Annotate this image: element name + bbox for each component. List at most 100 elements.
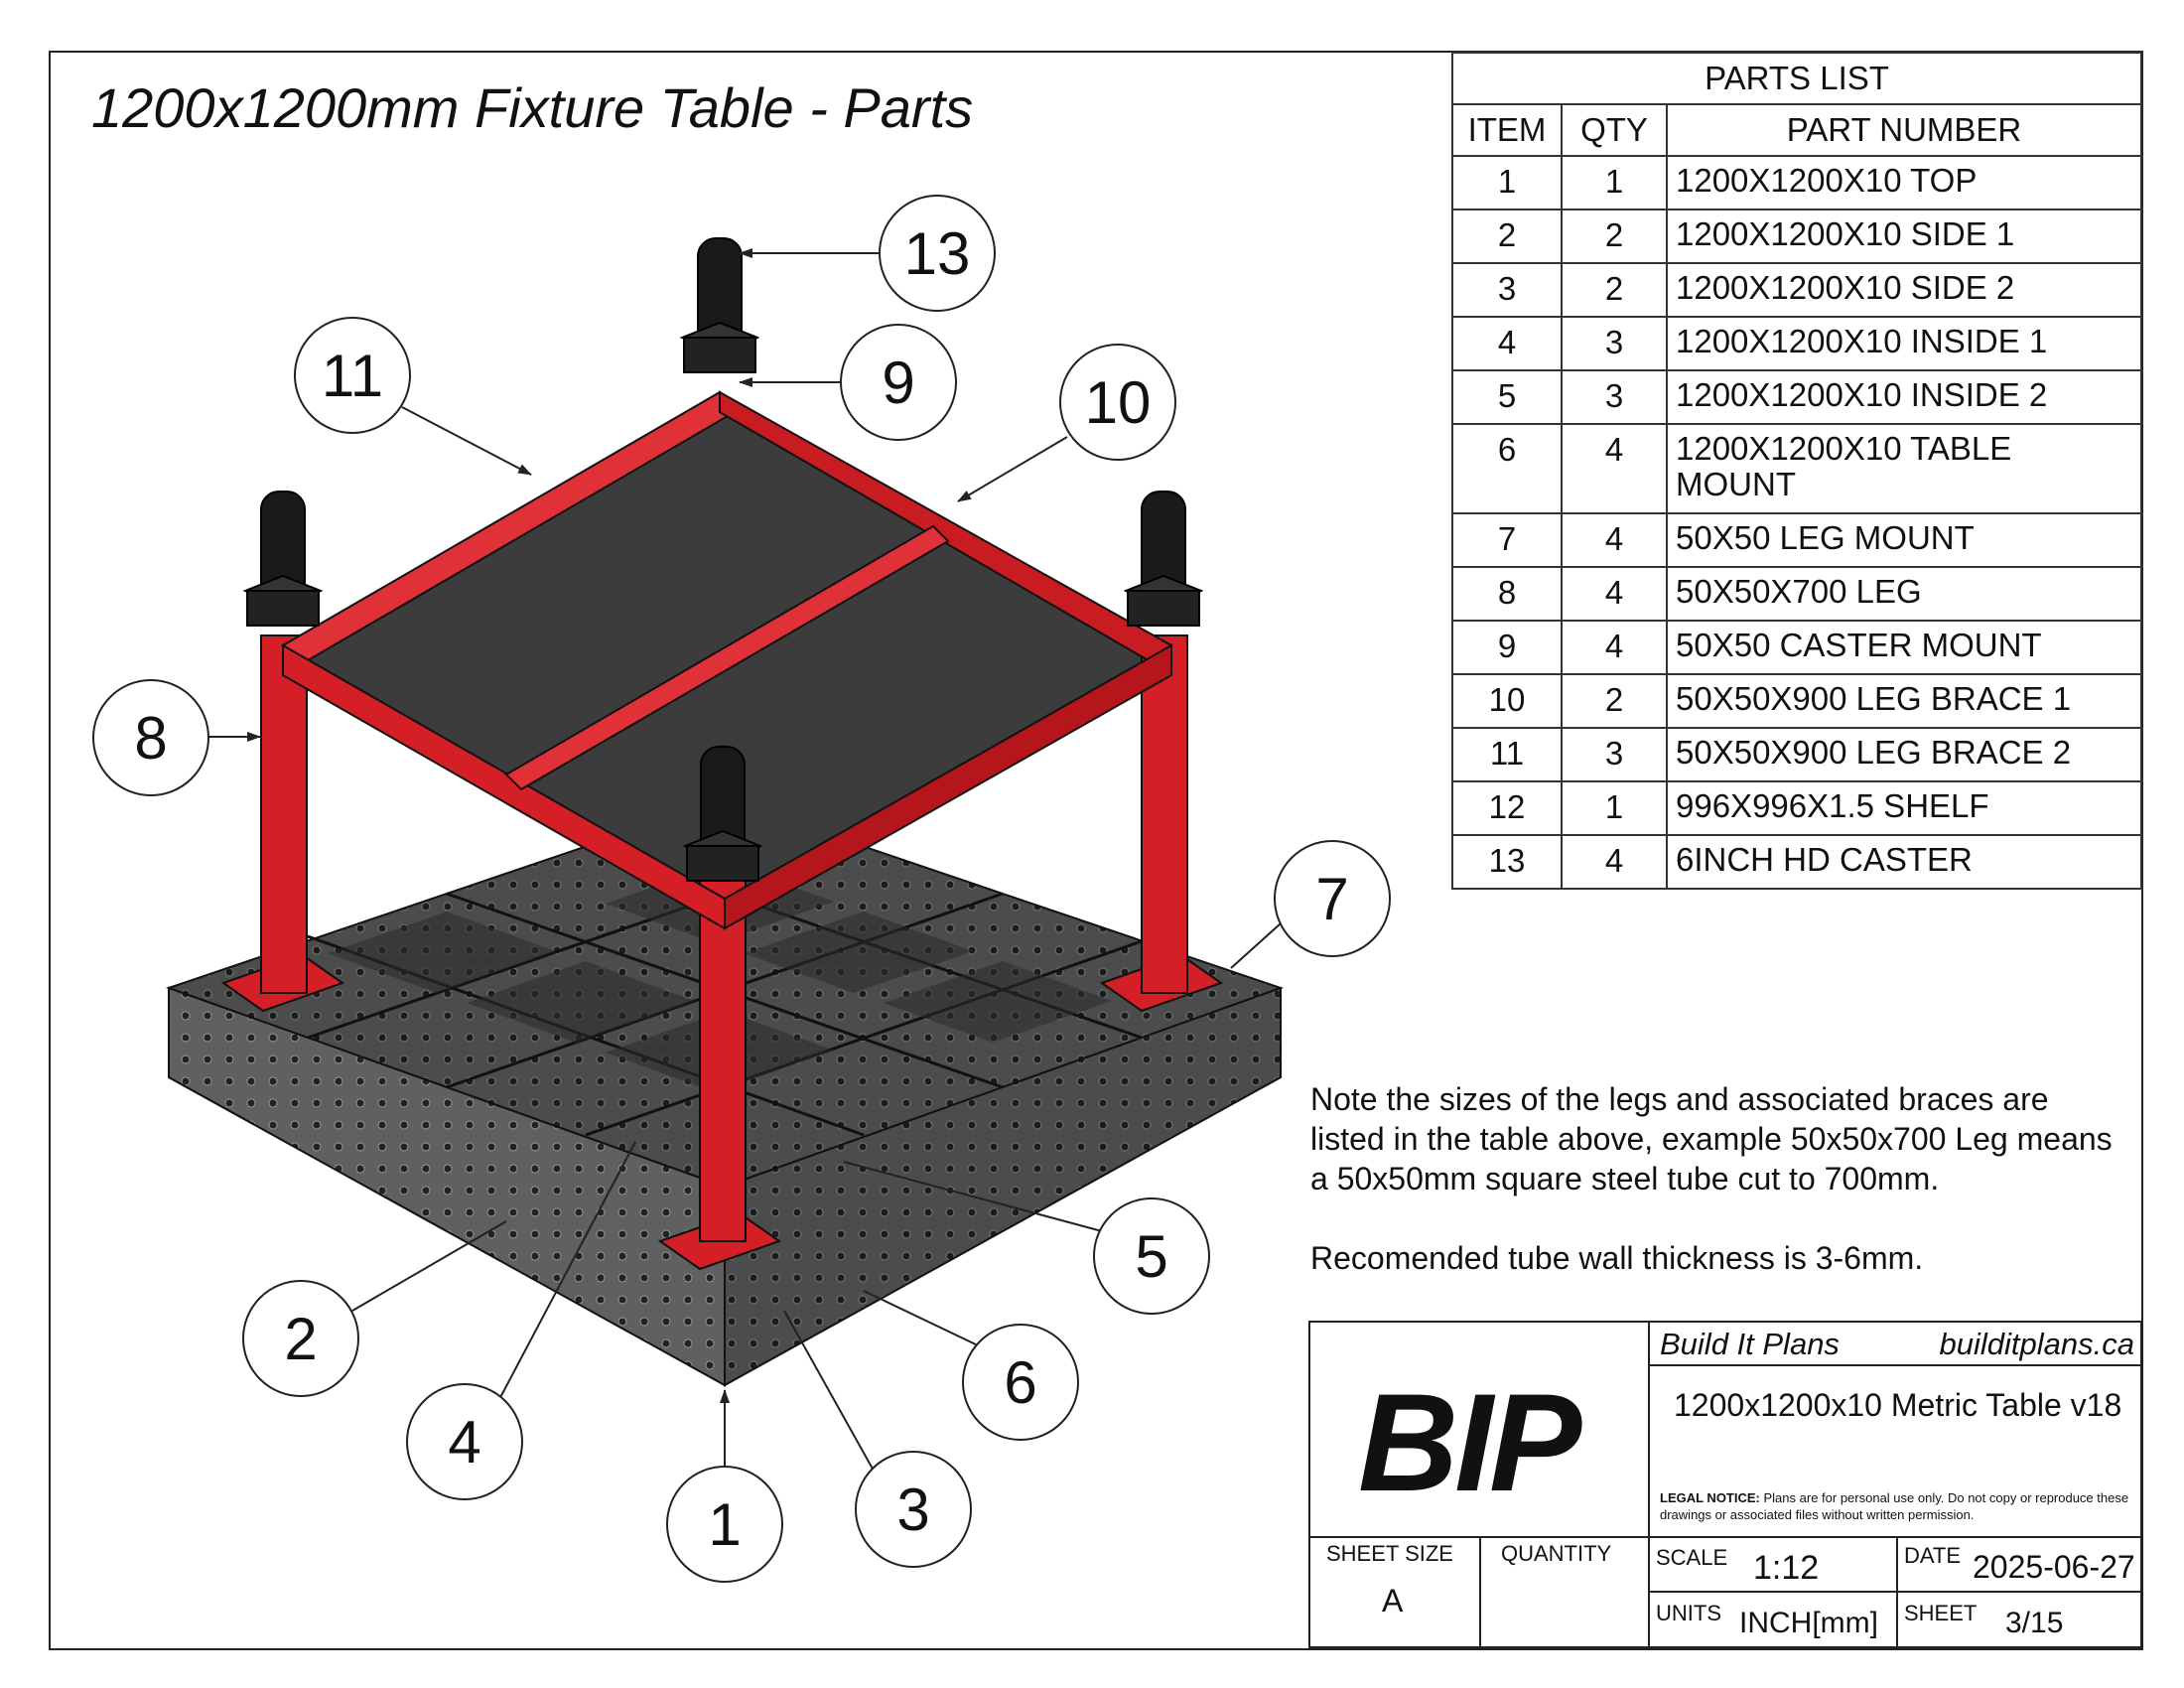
part-cell: 1200X1200X10 INSIDE 1 xyxy=(1666,316,2142,371)
item-cell: 10 xyxy=(1451,673,1563,729)
balloon-label: 13 xyxy=(904,220,971,287)
qty-cell: 2 xyxy=(1561,673,1668,729)
balloon-label: 1 xyxy=(708,1491,741,1558)
drawing-frame xyxy=(49,51,2143,1650)
company-website: builditplans.ca xyxy=(1939,1327,2134,1361)
balloon-label: 6 xyxy=(1004,1349,1036,1416)
balloon-label: 3 xyxy=(896,1477,929,1543)
note-paragraph: Recomended tube wall thickness is 3-6mm. xyxy=(1310,1240,1924,1276)
units-value: INCH[mm] xyxy=(1739,1607,1878,1639)
balloon-5 xyxy=(1093,1197,1210,1315)
column-header-part-number: PART NUMBER xyxy=(1666,103,2142,157)
title-block: BIP Build It Plans builditplans.ca 1200x… xyxy=(1308,1321,2142,1648)
qty-cell: 4 xyxy=(1561,512,1668,568)
part-cell: 50X50 CASTER MOUNT xyxy=(1666,620,2142,675)
part-cell: 1200X1200X10 TOP xyxy=(1666,155,2142,211)
part-cell: 1200X1200X10 TABLE MOUNT xyxy=(1666,423,2142,514)
balloon-13 xyxy=(879,195,996,312)
units-label: UNITS xyxy=(1656,1601,1721,1625)
balloon-label: 9 xyxy=(882,350,914,416)
item-cell: 4 xyxy=(1451,316,1563,371)
balloon-4 xyxy=(406,1383,523,1500)
part-cell: 6INCH HD CASTER xyxy=(1666,834,2142,890)
casters xyxy=(242,237,1204,882)
balloon-8 xyxy=(92,679,209,796)
item-cell: 9 xyxy=(1451,620,1563,675)
balloon-label: 11 xyxy=(322,343,383,409)
company-name: Build It Plans xyxy=(1660,1327,1840,1361)
drawing-title: 1200x1200mm Fixture Table - Parts xyxy=(91,76,974,139)
balloon-label: 7 xyxy=(1315,866,1348,932)
item-cell: 13 xyxy=(1451,834,1563,890)
balloon-7 xyxy=(1274,840,1391,957)
leader-lines xyxy=(208,248,1282,1480)
balloon-6 xyxy=(962,1324,1079,1441)
qty-cell: 3 xyxy=(1561,316,1668,371)
date-value: 2025-06-27 xyxy=(1973,1549,2135,1585)
qty-cell: 1 xyxy=(1561,780,1668,836)
sheet-size-label: SHEET SIZE xyxy=(1326,1541,1453,1566)
legal-notice: LEGAL NOTICE: Plans are for personal use… xyxy=(1660,1489,2136,1523)
balloon-label: 2 xyxy=(284,1306,317,1372)
balloon-label: 10 xyxy=(1085,369,1152,436)
balloon-10 xyxy=(1059,344,1176,461)
qty-cell: 4 xyxy=(1561,834,1668,890)
qty-cell: 2 xyxy=(1561,209,1668,264)
drawing-note: Note the sizes of the legs and associate… xyxy=(1310,1079,2124,1318)
item-cell: 12 xyxy=(1451,780,1563,836)
sheet-label: SHEET xyxy=(1904,1601,1978,1625)
balloon-label: 8 xyxy=(134,705,167,772)
item-cell: 11 xyxy=(1451,727,1563,782)
drawing-title-block-title: 1200x1200x10 Metric Table v18 xyxy=(1674,1387,2122,1423)
item-cell: 1 xyxy=(1451,155,1563,211)
company-logo: BIP xyxy=(1358,1364,1581,1520)
sheet-size-value: A xyxy=(1382,1583,1404,1618)
part-cell: 996X996X1.5 SHELF xyxy=(1666,780,2142,836)
quantity-label: QUANTITY xyxy=(1501,1541,1612,1566)
balloon-label: 5 xyxy=(1135,1223,1167,1290)
part-cell: 1200X1200X10 SIDE 2 xyxy=(1666,262,2142,318)
column-header-item: ITEM xyxy=(1451,103,1563,157)
scale-label: SCALE xyxy=(1656,1545,1728,1570)
scale-value: 1:12 xyxy=(1753,1549,1820,1587)
item-cell: 5 xyxy=(1451,369,1563,425)
qty-cell: 3 xyxy=(1561,369,1668,425)
shelf-frame xyxy=(260,390,1188,1242)
part-cell: 1200X1200X10 SIDE 1 xyxy=(1666,209,2142,264)
item-cell: 7 xyxy=(1451,512,1563,568)
part-cell: 50X50X900 LEG BRACE 2 xyxy=(1666,727,2142,782)
item-cell: 2 xyxy=(1451,209,1563,264)
qty-cell: 1 xyxy=(1561,155,1668,211)
part-cell: 50X50 LEG MOUNT xyxy=(1666,512,2142,568)
note-paragraph: Note the sizes of the legs and associate… xyxy=(1310,1081,2113,1196)
balloon-2 xyxy=(242,1280,359,1397)
part-cell: 50X50X900 LEG BRACE 1 xyxy=(1666,673,2142,729)
balloon-1 xyxy=(666,1466,783,1583)
balloon-9 xyxy=(840,324,957,441)
item-cell: 6 xyxy=(1451,423,1563,514)
part-cell: 1200X1200X10 INSIDE 2 xyxy=(1666,369,2142,425)
qty-cell: 3 xyxy=(1561,727,1668,782)
qty-cell: 4 xyxy=(1561,566,1668,622)
balloon-11 xyxy=(294,317,411,434)
part-cell: 50X50X700 LEG xyxy=(1666,566,2142,622)
balloon-3 xyxy=(855,1451,972,1568)
date-label: DATE xyxy=(1904,1543,1962,1568)
item-cell: 8 xyxy=(1451,566,1563,622)
sheet-value: 3/15 xyxy=(2005,1607,2064,1639)
qty-cell: 2 xyxy=(1561,262,1668,318)
legal-notice-text: Plans are for personal use only. Do not … xyxy=(1660,1490,2129,1522)
parts-list-caption: PARTS LIST xyxy=(1451,52,2142,105)
